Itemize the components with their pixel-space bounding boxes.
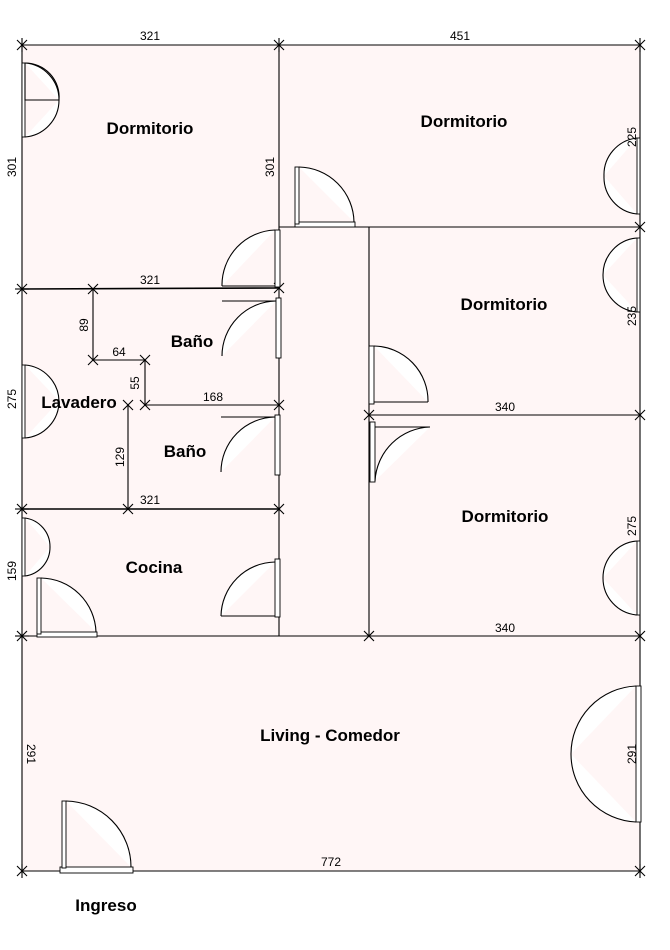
dim-bano-offset-v: 89 bbox=[77, 318, 91, 332]
door-cocina-corridor bbox=[220, 558, 281, 618]
door-dorm4-right-double bbox=[602, 540, 641, 616]
dim-bano-wall-width: 321 bbox=[140, 273, 160, 287]
room-label-dormitorio-2: Dormitorio bbox=[421, 112, 508, 131]
wall-dorm1-bottom bbox=[21, 287, 280, 290]
room-label-dormitorio-4: Dormitorio bbox=[462, 507, 549, 526]
dim-total-width: 772 bbox=[321, 855, 341, 869]
dimension-ticks bbox=[15, 38, 646, 878]
door-living-right-double bbox=[570, 685, 642, 823]
dim-bano-step-v: 55 bbox=[128, 376, 142, 390]
room-labels: Dormitorio Dormitorio Dormitorio Dormito… bbox=[41, 112, 548, 915]
dim-bano-lower-width: 168 bbox=[203, 390, 223, 404]
doors bbox=[21, 62, 642, 874]
door-dorm3-right-double bbox=[602, 237, 641, 313]
door-dorm1-left-double bbox=[21, 62, 60, 138]
dim-dorm-wall-width: 340 bbox=[495, 400, 515, 414]
dim-lavadero-height: 275 bbox=[5, 389, 19, 409]
door-bano1 bbox=[221, 297, 282, 359]
dim-dorm4-height: 275 bbox=[625, 516, 639, 536]
door-dorm2 bbox=[294, 166, 356, 228]
dim-living-left-height: 291 bbox=[24, 744, 38, 764]
dim-living-top-width: 340 bbox=[495, 621, 515, 635]
dim-top-right-width: 451 bbox=[450, 29, 470, 43]
room-label-dormitorio-3: Dormitorio bbox=[461, 295, 548, 314]
dim-mid-dorm-height: 301 bbox=[263, 157, 277, 177]
door-cocina-left-double bbox=[21, 517, 51, 577]
dim-cocina-wall-width: 321 bbox=[140, 493, 160, 507]
room-label-dormitorio-1: Dormitorio bbox=[107, 119, 194, 138]
door-dorm4-corridor bbox=[369, 421, 431, 483]
dim-bano-offset-h: 64 bbox=[112, 345, 126, 359]
dim-cocina-height: 159 bbox=[5, 561, 19, 581]
room-label-living: Living - Comedor bbox=[260, 726, 400, 745]
room-label-bano-2: Baño bbox=[164, 442, 207, 461]
dim-bano2-height: 129 bbox=[113, 447, 127, 467]
dim-left-dorm-height: 301 bbox=[5, 157, 19, 177]
door-dorm3-corridor bbox=[368, 345, 429, 405]
dim-dorm3-height: 235 bbox=[625, 306, 639, 326]
dim-top-left-width: 321 bbox=[140, 29, 160, 43]
room-label-cocina: Cocina bbox=[126, 558, 183, 577]
door-ingreso bbox=[59, 800, 134, 874]
dim-living-right-height: 291 bbox=[625, 744, 639, 764]
room-label-lavadero: Lavadero bbox=[41, 393, 117, 412]
door-dorm1-corridor bbox=[221, 229, 281, 288]
room-label-bano-1: Baño bbox=[171, 332, 214, 351]
door-bano2 bbox=[220, 414, 281, 476]
room-label-ingreso: Ingreso bbox=[75, 896, 136, 915]
dimension-labels: 321 451 301 301 225 321 89 64 55 168 275… bbox=[5, 29, 639, 869]
door-cocina-bottom bbox=[36, 577, 98, 638]
dim-right-dorm-height: 225 bbox=[625, 127, 639, 147]
door-dorm2-right-double bbox=[603, 137, 641, 215]
door-lavadero-double bbox=[21, 364, 60, 439]
